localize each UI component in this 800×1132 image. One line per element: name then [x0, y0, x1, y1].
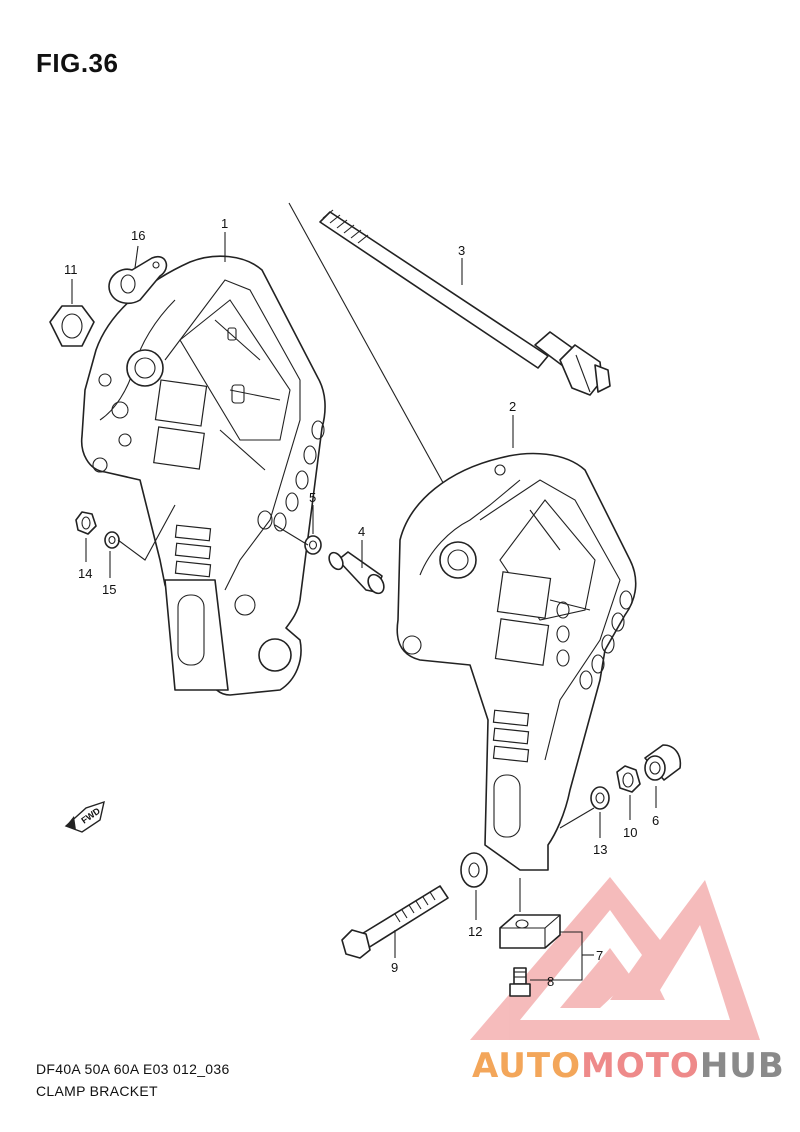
- callout-15: 15: [102, 582, 116, 597]
- tilt-tube-bolt: [319, 209, 611, 396]
- screw-8: [509, 967, 531, 997]
- bushing-6: [644, 744, 682, 781]
- bolt-9: [341, 885, 449, 959]
- watermark-moto: MOTO: [580, 1046, 700, 1086]
- plate-16: [108, 255, 168, 305]
- callout-2: 2: [509, 399, 516, 414]
- diagram-code: DF40A 50A 60A E03 012_036: [36, 1061, 230, 1077]
- callout-leaders: [71, 232, 657, 981]
- callout-13: 13: [593, 842, 607, 857]
- adjustment-holes: [257, 420, 325, 532]
- washer-5: [304, 535, 322, 555]
- forward-direction-icon: FWD: [64, 800, 105, 833]
- watermark-text: AUTOMOTOHUB: [472, 1046, 785, 1086]
- clamp-bracket-right: [396, 452, 637, 871]
- washer-15: [104, 531, 120, 549]
- nut-14: [75, 511, 97, 535]
- callout-6: 6: [652, 813, 659, 828]
- callout-14: 14: [78, 566, 92, 581]
- figure-title: FIG.36: [36, 48, 119, 78]
- clamp-bracket-left: [80, 255, 326, 696]
- callout-8: 8: [547, 974, 554, 989]
- callout-1: 1: [221, 216, 228, 231]
- watermark-hub: HUB: [699, 1046, 785, 1086]
- washer-12: [460, 852, 488, 888]
- watermark-logo-icon: [470, 877, 760, 1040]
- clamp-block-7: [499, 914, 561, 949]
- callout-11: 11: [64, 262, 78, 277]
- callout-7: 7: [596, 948, 603, 963]
- callout-10: 10: [623, 825, 637, 840]
- callout-numbers: 1 2 3 4 5 6 7 8 9 10 11 12 13 14 15 16: [64, 216, 659, 989]
- callout-12: 12: [468, 924, 482, 939]
- callout-3: 3: [458, 243, 465, 258]
- tilt-pin: [328, 551, 385, 595]
- washer-13: [590, 786, 610, 810]
- diagram-name: CLAMP BRACKET: [36, 1083, 158, 1099]
- callout-5: 5: [309, 490, 316, 505]
- adjustment-holes-right: [556, 590, 633, 690]
- nut-11: [49, 305, 95, 347]
- watermark-auto: AUTO: [472, 1046, 581, 1086]
- callout-16: 16: [131, 228, 145, 243]
- callout-4: 4: [358, 524, 365, 539]
- callout-9: 9: [391, 960, 398, 975]
- nut-10: [616, 765, 641, 793]
